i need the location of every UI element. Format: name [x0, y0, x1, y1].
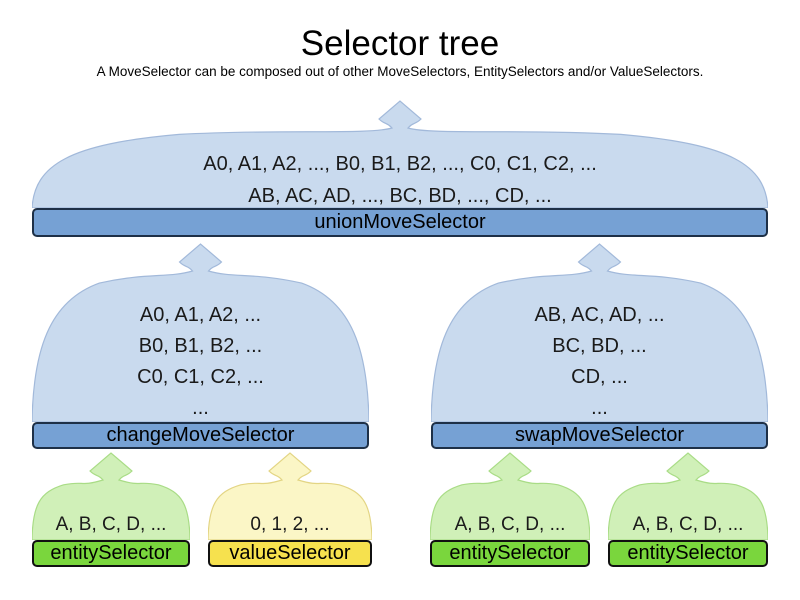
arrow-plume-shape [608, 452, 768, 540]
node-entity-selector-2: A, B, C, D, ... entitySelector [430, 452, 590, 567]
selection-line: ... [591, 397, 608, 419]
selection-line: CD, ... [571, 366, 628, 388]
node-change-move-selector: A0, A1, A2, ... B0, B1, B2, ... C0, C1, … [32, 243, 369, 449]
node-value-selector: 0, 1, 2, ... valueSelector [208, 452, 372, 567]
arrow-plume-shape [431, 243, 768, 422]
node-entity-selector-3: A, B, C, D, ... entitySelector [608, 452, 768, 567]
selection-line: AB, AC, AD, ... [534, 304, 665, 326]
arrow-plume-shape [32, 452, 190, 540]
selection-list: A, B, C, D, ... [32, 514, 190, 536]
selection-list: A0, A1, A2, ..., B0, B1, B2, ..., C0, C1… [32, 148, 768, 212]
entity-selector-bar: entitySelector [430, 540, 590, 567]
union-move-selector-bar: unionMoveSelector [32, 208, 768, 237]
entity-selector-bar: entitySelector [608, 540, 768, 567]
node-swap-move-selector: AB, AC, AD, ... BC, BD, ... CD, ... ... … [431, 243, 768, 449]
node-entity-selector-1: A, B, C, D, ... entitySelector [32, 452, 190, 567]
selection-line: A, B, C, D, ... [632, 514, 744, 535]
selection-line: C0, C1, C2, ... [137, 366, 264, 388]
selection-line: A, B, C, D, ... [55, 514, 167, 535]
page-title: Selector tree [300, 24, 500, 63]
selection-list: AB, AC, AD, ... BC, BD, ... CD, ... ... [431, 300, 768, 424]
selection-line: BC, BD, ... [552, 335, 647, 357]
selection-line: A, B, C, D, ... [454, 514, 566, 535]
arrow-plume-shape [430, 452, 590, 540]
arrow-plume-shape [208, 452, 372, 540]
swap-move-selector-bar: swapMoveSelector [431, 422, 768, 449]
page-subtitle: A MoveSelector can be composed out of ot… [96, 64, 704, 79]
selection-line: ... [192, 397, 209, 419]
selection-line: B0, B1, B2, ... [138, 335, 263, 357]
selection-list: A, B, C, D, ... [608, 514, 768, 536]
selection-list: 0, 1, 2, ... [208, 514, 372, 536]
selection-line: 0, 1, 2, ... [250, 514, 330, 535]
selection-line: A0, A1, A2, ..., B0, B1, B2, ..., C0, C1… [203, 153, 597, 175]
value-selector-bar: valueSelector [208, 540, 372, 567]
selection-list: A, B, C, D, ... [430, 514, 590, 536]
arrow-plume-shape [32, 100, 768, 208]
selection-line: A0, A1, A2, ... [139, 304, 262, 326]
entity-selector-bar: entitySelector [32, 540, 190, 567]
selection-list: A0, A1, A2, ... B0, B1, B2, ... C0, C1, … [32, 300, 369, 424]
selection-line: AB, AC, AD, ..., BC, BD, ..., CD, ... [248, 185, 552, 207]
change-move-selector-bar: changeMoveSelector [32, 422, 369, 449]
node-union-move-selector: A0, A1, A2, ..., B0, B1, B2, ..., C0, C1… [32, 100, 768, 237]
arrow-plume-shape [32, 243, 369, 422]
